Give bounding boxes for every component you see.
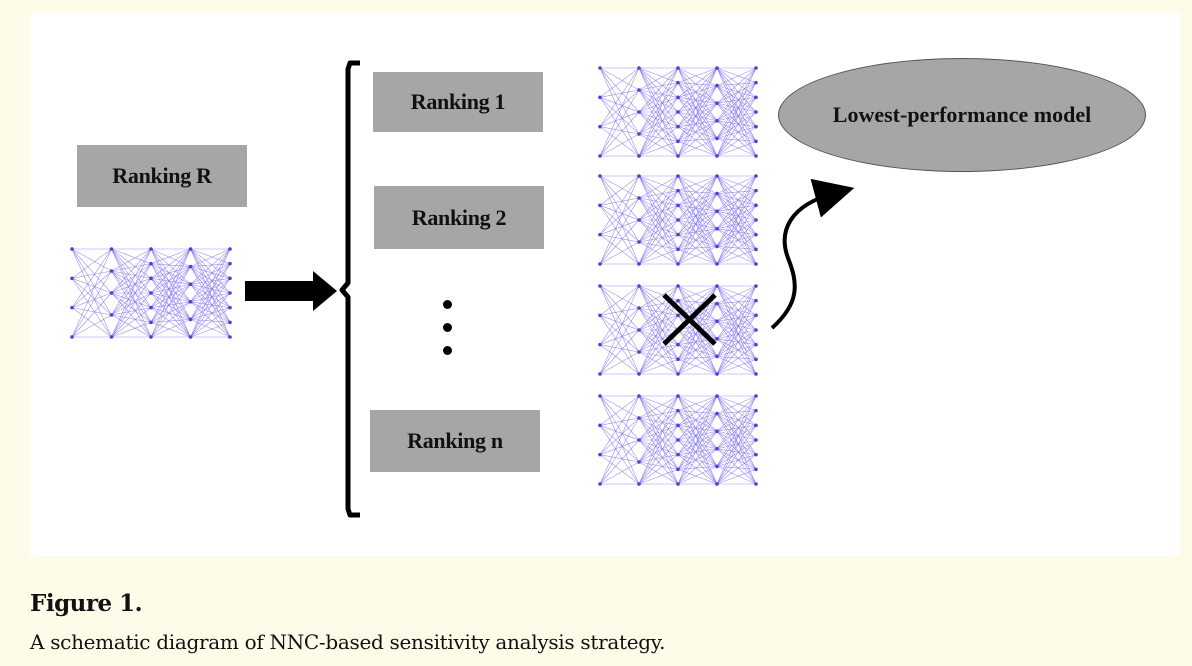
ellipsis-dot	[443, 300, 452, 309]
neural-network-icon	[598, 394, 758, 486]
ranking-1-box: Ranking 1	[373, 72, 543, 132]
left-bracket-icon	[339, 60, 360, 518]
right-arrow-icon	[245, 271, 337, 311]
ranking-2-box: Ranking 2	[374, 186, 544, 249]
ellipsis-dot	[443, 346, 452, 355]
ranking-1-label: Ranking 1	[410, 89, 506, 114]
ranking-r-box: Ranking R	[77, 145, 247, 207]
figure-caption: A schematic diagram of NNC-based sensiti…	[30, 630, 666, 654]
ranking-n-box: Ranking n	[370, 410, 540, 472]
figure-label: Figure 1.	[30, 590, 143, 617]
ranking-n-label: Ranking n	[407, 428, 503, 453]
ellipsis-dot	[443, 323, 452, 332]
neural-network-icon	[70, 247, 232, 339]
figure-panel: Ranking R Ranking 1 Ranking 2 Ranking n …	[30, 13, 1180, 556]
diagram-canvas	[70, 60, 855, 518]
lowest-performance-model-ellipse: Lowest-performance model	[778, 58, 1146, 172]
neural-network-icon	[598, 66, 758, 158]
ranking-r-label: Ranking R	[112, 163, 212, 188]
ranking-2-label: Ranking 2	[411, 204, 507, 230]
cross-mark-icon	[662, 293, 717, 346]
lowest-performance-model-label: Lowest-performance model	[832, 102, 1092, 127]
neural-network-icon	[598, 284, 758, 376]
neural-network-icon	[598, 174, 758, 266]
curved-arrow-icon	[770, 178, 855, 330]
